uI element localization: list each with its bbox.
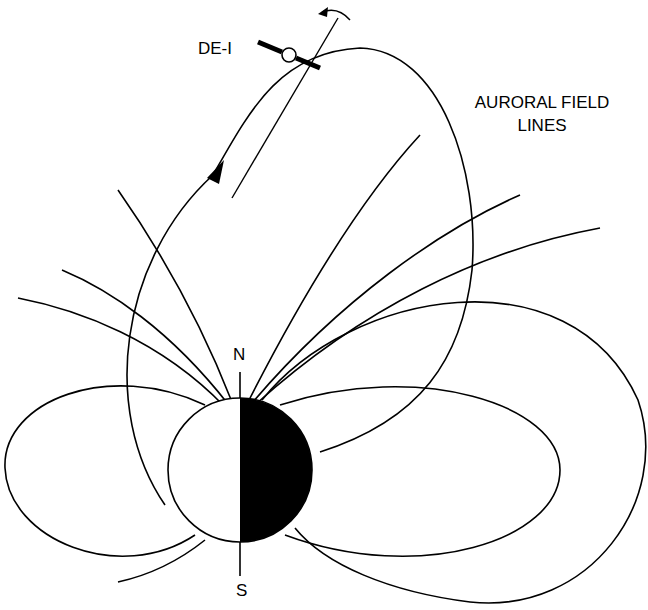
earth-night-side — [240, 398, 312, 542]
figure-label: N — [233, 344, 245, 367]
field-line — [252, 195, 520, 403]
axis-line — [239, 542, 241, 576]
field-line — [262, 302, 646, 603]
field-line — [118, 540, 205, 582]
figure-label: AURORAL FIELD LINES — [472, 92, 612, 138]
spin-arrowhead — [318, 7, 328, 17]
spin-axis — [232, 18, 338, 198]
field-line — [256, 228, 600, 404]
field-line — [18, 298, 224, 406]
orbit-arrowhead — [207, 160, 224, 184]
field-line — [248, 135, 420, 402]
solar-panel — [258, 42, 282, 52]
field-line — [62, 270, 228, 404]
figure-label: S — [236, 580, 247, 603]
satellite-body — [282, 48, 296, 62]
field-line — [118, 190, 232, 402]
axis-line — [239, 372, 241, 398]
solar-panel — [296, 58, 320, 68]
field-line — [280, 387, 560, 556]
earth — [168, 398, 312, 542]
figure-label: DE-I — [198, 38, 232, 61]
